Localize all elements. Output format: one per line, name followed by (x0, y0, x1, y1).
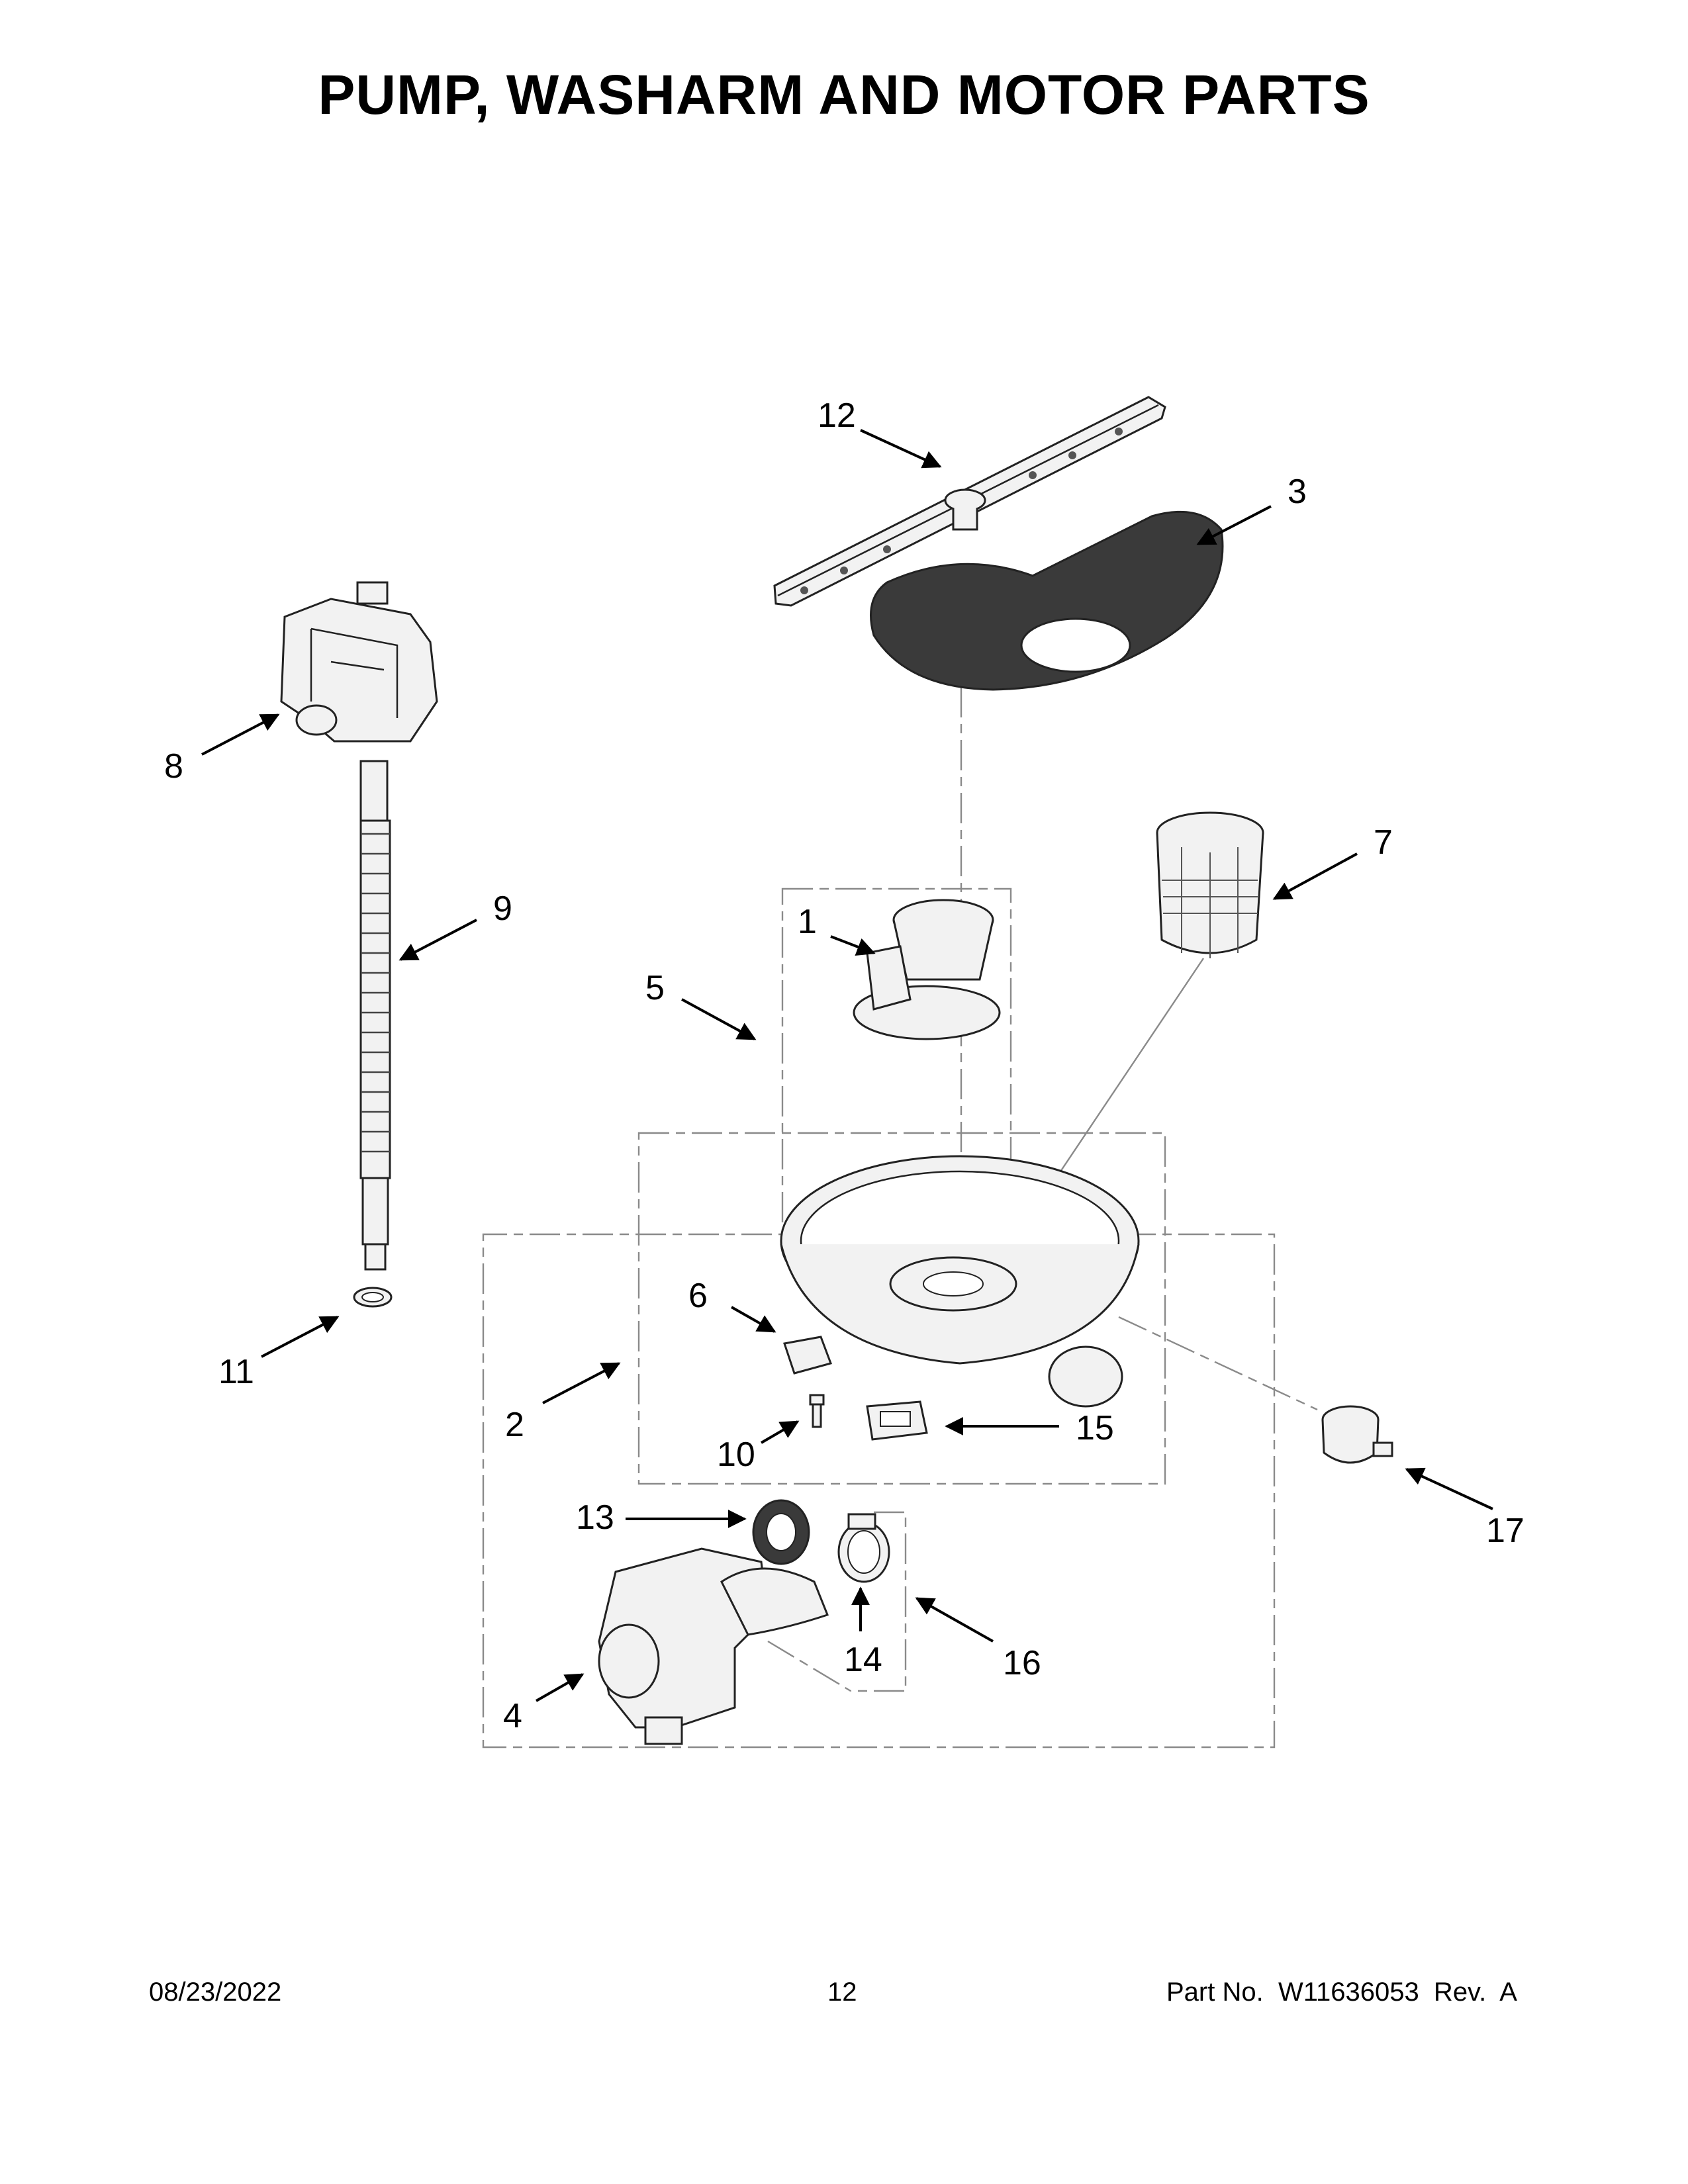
callout-1: 1 (798, 903, 817, 941)
callout-13: 13 (576, 1498, 614, 1537)
sump-base-part (780, 1155, 1140, 1408)
hose-clamp-part (353, 1287, 393, 1308)
callout-15: 15 (1076, 1409, 1114, 1447)
callout-14: 14 (844, 1641, 882, 1679)
callout-8: 8 (164, 747, 183, 786)
screw-part (809, 1394, 825, 1428)
callout-12: 12 (818, 396, 856, 435)
callout-9: 9 (493, 889, 512, 928)
footer-date: 08/23/2022 (149, 1978, 282, 2007)
callout-17: 17 (1486, 1512, 1524, 1550)
bracket-part (783, 1336, 832, 1375)
footer-part-number: Part No. W11636053 Rev. A (1166, 1978, 1517, 2007)
sump-cap-part (853, 899, 1001, 1040)
callout-16: 16 (1003, 1644, 1041, 1682)
wash-arm-part (773, 396, 1166, 607)
pump-clamp-part (837, 1513, 890, 1583)
pressure-sensor-part (1321, 1405, 1393, 1464)
filter-part (1156, 811, 1264, 958)
footer-page-number: 12 (827, 1978, 857, 2007)
pump-seal-part (752, 1499, 810, 1565)
callout-labels: 12 3 8 9 7 1 5 6 2 10 11 15 17 13 14 16 … (164, 396, 1524, 1735)
page-title: PUMP, WASHARM AND MOTOR PARTS (318, 64, 1370, 126)
pump-motor-part (598, 1547, 829, 1745)
callout-5: 5 (645, 969, 665, 1007)
sensor-block-part (866, 1400, 928, 1441)
diverter-motor-part (280, 581, 438, 743)
callout-2: 2 (505, 1406, 524, 1444)
callout-3: 3 (1288, 473, 1307, 511)
callout-11: 11 (218, 1353, 254, 1391)
callout-4: 4 (503, 1697, 522, 1735)
callout-7: 7 (1374, 823, 1393, 862)
callout-arrows (201, 429, 1493, 1702)
hose-part (359, 760, 391, 1271)
callout-6: 6 (688, 1277, 708, 1315)
callout-10: 10 (717, 1435, 755, 1474)
spray-shield-part (870, 510, 1224, 691)
